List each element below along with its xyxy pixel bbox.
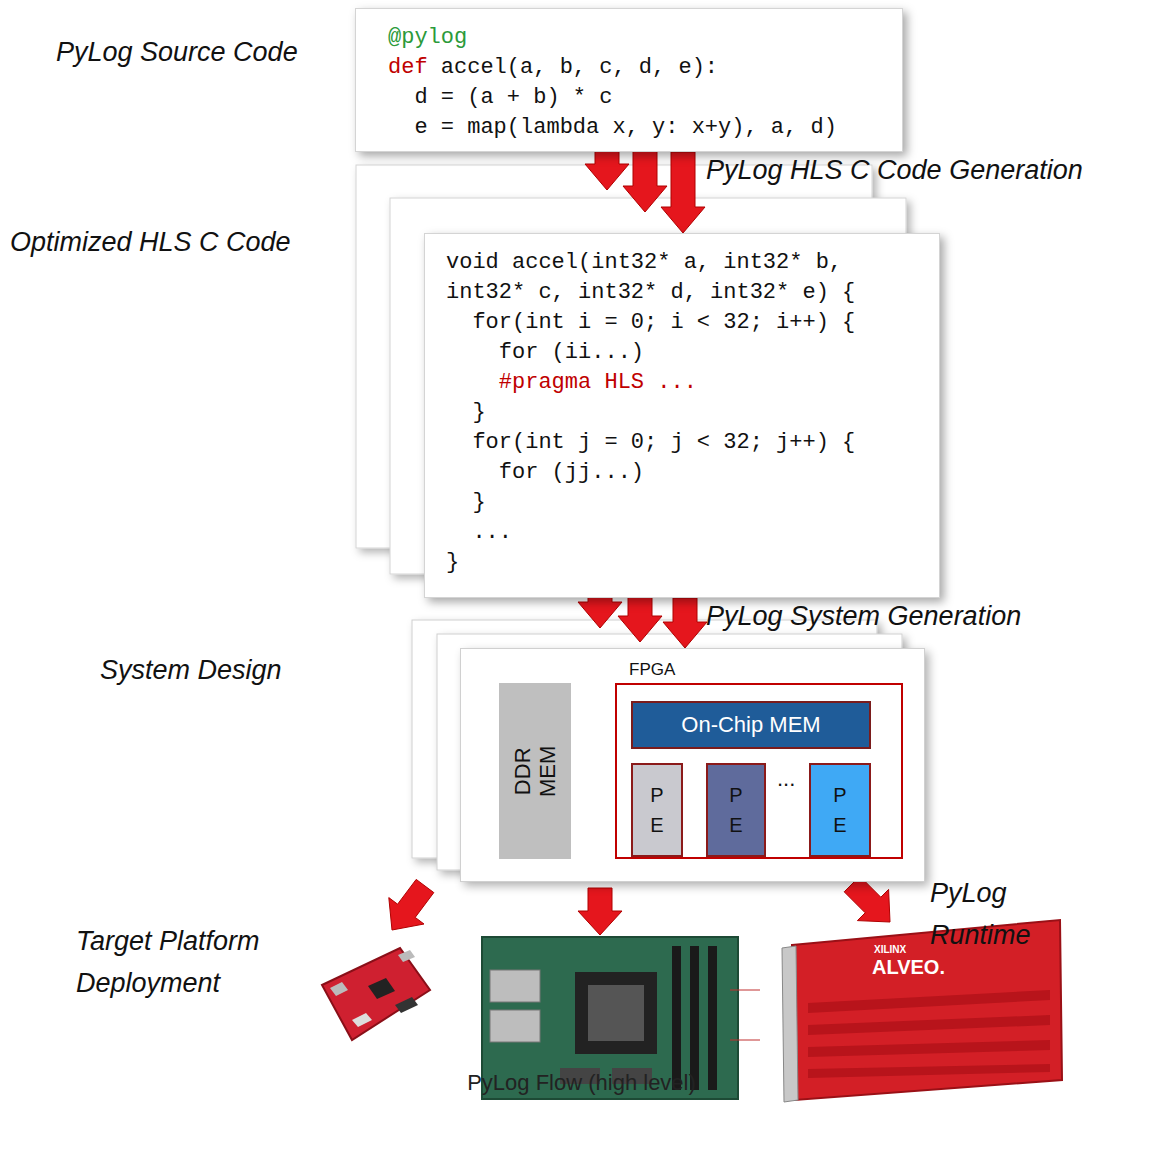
- board-chip: [575, 972, 657, 1054]
- board-pcb: [322, 948, 430, 1040]
- board-chip: [588, 985, 644, 1041]
- board-memory: [708, 946, 717, 1090]
- code-line: d = (a + b) * c: [388, 83, 890, 113]
- pe-box: P E: [706, 763, 766, 857]
- flow-arrow: [661, 152, 705, 233]
- memory-box: On-Chip MEM: [631, 701, 871, 749]
- figure-caption: PyLog Flow (high level): [0, 1070, 1163, 1096]
- flow-arrow: [623, 148, 667, 212]
- board-connector: [398, 950, 415, 962]
- pe-box: P E: [631, 763, 683, 857]
- ellipsis: ...: [777, 766, 795, 792]
- deploy-arrow: [578, 888, 622, 935]
- code-line: int32* c, int32* d, int32* e) {: [446, 278, 927, 308]
- board-memory: [672, 946, 681, 1090]
- code-line: e = map(lambda x, y: x+y), a, d): [388, 113, 890, 143]
- board-trace: [730, 1040, 760, 1041]
- code-box: @pylogdef accel(a, b, c, d, e): d = (a +…: [355, 8, 903, 152]
- code-line: for(int j = 0; j < 32; j++) {: [446, 428, 927, 458]
- card-bracket: [782, 946, 798, 1102]
- stage-label: Optimized HLS C Code: [10, 226, 291, 258]
- step-label: PyLog System Generation: [706, 600, 1021, 632]
- pynq-board: [322, 948, 430, 1040]
- code-line: }: [446, 488, 927, 518]
- system-box: DDR MEM FPGA On-Chip MEM P E P E P E: [460, 648, 925, 882]
- code-line: for (ii...): [446, 338, 927, 368]
- fpga-box: FPGAOn-Chip MEMP EP EP E: [615, 683, 903, 859]
- pe-label: P E: [728, 780, 744, 840]
- step-label: PyLog HLS C Code Generation: [706, 154, 1083, 186]
- board-connector: [330, 982, 348, 996]
- board-chip: [395, 997, 418, 1013]
- board-connector: [490, 970, 540, 1002]
- card-fin: [808, 990, 1050, 1013]
- flow-arrow: [585, 148, 629, 190]
- board-chip: [368, 978, 395, 999]
- code-line: for(int i = 0; i < 32; i++) {: [446, 308, 927, 338]
- code-box: void accel(int32* a, int32* b,int32* c, …: [424, 233, 940, 598]
- stage-label: PyLog Source Code: [56, 36, 298, 68]
- brand-label: XILINX: [874, 944, 906, 955]
- pe-box: P E: [809, 763, 871, 857]
- code-line: def accel(a, b, c, d, e):: [388, 53, 890, 83]
- flow-arrow: [663, 598, 707, 648]
- stage-label: System Design: [100, 654, 282, 686]
- code-line: @pylog: [388, 23, 890, 53]
- board-connector: [490, 1010, 540, 1042]
- memory-label: DDR MEM: [510, 736, 561, 806]
- memory-label: On-Chip MEM: [681, 712, 820, 738]
- memory-box: DDR MEM: [499, 683, 571, 859]
- deploy-arrow: [844, 876, 890, 922]
- code-line: }: [446, 398, 927, 428]
- fpga-label: FPGA: [629, 660, 675, 680]
- card-fin: [808, 1040, 1050, 1057]
- card-fin: [808, 1015, 1050, 1035]
- pe-label: P E: [649, 780, 665, 840]
- brand-label: ALVEO.: [872, 956, 945, 979]
- code-line: for (jj...): [446, 458, 927, 488]
- board-connector: [352, 1013, 372, 1027]
- code-line: void accel(int32* a, int32* b,: [446, 248, 927, 278]
- pe-label: P E: [832, 780, 848, 840]
- board-trace: [730, 990, 760, 991]
- deploy-arrow: [389, 879, 434, 930]
- code-line: }: [446, 548, 927, 578]
- card-fin: [808, 1064, 1050, 1078]
- code-line: #pragma HLS ...: [446, 368, 927, 398]
- stage-label: Target Platform Deployment: [76, 920, 316, 1004]
- code-line: ...: [446, 518, 927, 548]
- step-label: PyLog Runtime: [930, 872, 1080, 956]
- board-memory: [690, 946, 699, 1090]
